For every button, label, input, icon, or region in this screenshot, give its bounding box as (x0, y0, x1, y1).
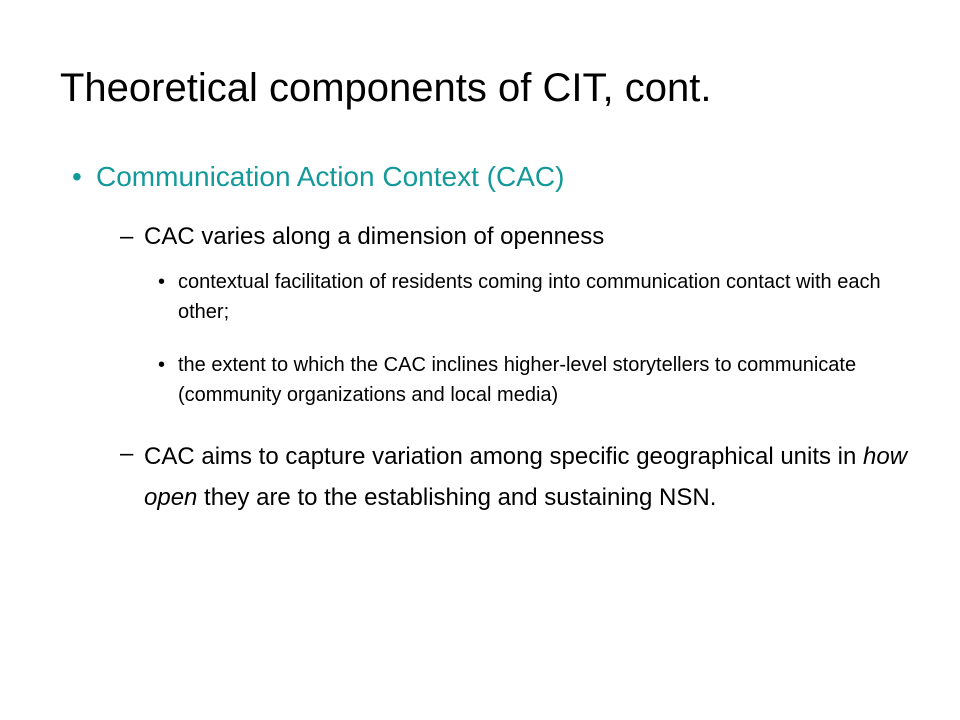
text-segment: CAC aims to capture variation among spec… (144, 443, 864, 470)
text-segment: they are to the establishing and sustain… (197, 484, 717, 511)
slide-title: Theoretical components of CIT, cont. (60, 66, 712, 110)
bullet-level3-text: contextual facilitation of residents com… (178, 271, 881, 323)
bullet-level2-text: CAC varies along a dimension of openness (144, 223, 605, 250)
dash-marker: – (120, 440, 134, 467)
bullet-level2-openness: – CAC varies along a dimension of openne… (120, 219, 920, 255)
bullet-level3-facilitation: • contextual facilitation of residents c… (158, 267, 898, 327)
dash-marker: – (120, 223, 134, 250)
bullet-level1-text: Communication Action Context (CAC) (96, 161, 565, 192)
bullet-marker: • (72, 161, 82, 192)
bullet-level3-storytellers: • the extent to which the CAC inclines h… (158, 350, 898, 410)
bullet-level2-text: CAC aims to capture variation among spec… (144, 436, 920, 518)
emphasis-text: how open (144, 443, 908, 511)
bullet-level3-text: the extent to which the CAC inclines hig… (178, 354, 857, 406)
bullet-level2-variation: – CAC aims to capture variation among sp… (120, 436, 920, 518)
bullet-marker: • (158, 354, 166, 376)
bullet-marker: • (158, 271, 166, 293)
